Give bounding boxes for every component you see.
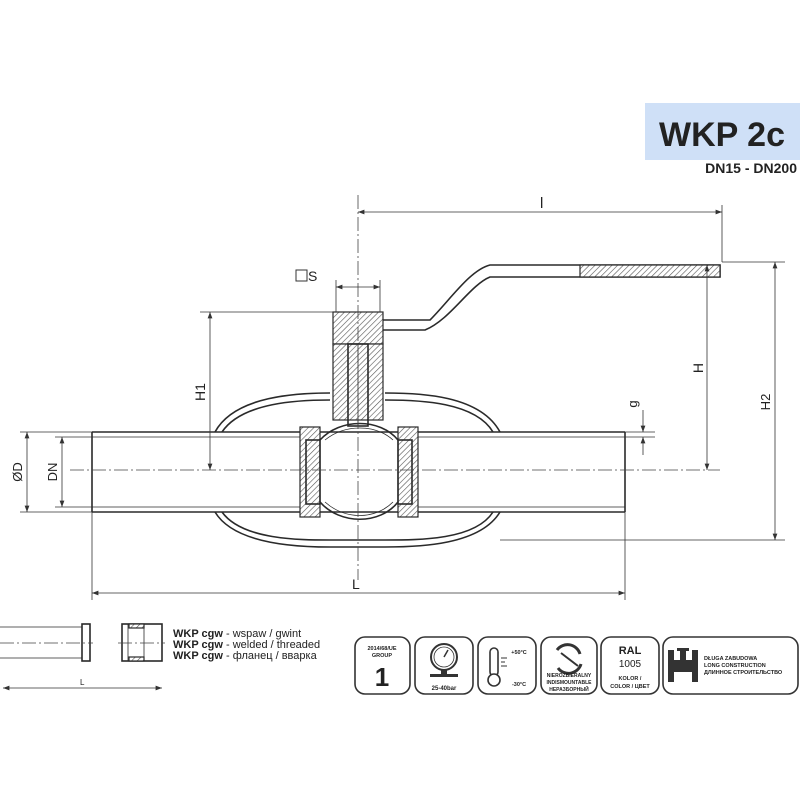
dimension-lines: l S H1 H H2 g ØD DN L (10, 195, 785, 600)
variant-desc: - wspaw / gwint (226, 628, 301, 640)
variant-code: WKP cgw (173, 639, 223, 651)
variant-code: WKP cgw (173, 650, 223, 662)
long-valve-icon (668, 648, 698, 682)
title-box (645, 103, 800, 160)
dim-h2: H2 (758, 394, 773, 411)
badge-temperature: +50°C -30°C (477, 636, 537, 695)
svg-text:WKP cgw - wspaw / gwint: WKP cgw - wspaw / gwint (173, 628, 301, 640)
badge-ral-line2: COLOR / ЦВЕТ (610, 684, 650, 690)
badge-ral-line1: KOLOR / (619, 676, 642, 682)
dim-L-small: L (80, 678, 85, 687)
dim-od: ØD (10, 462, 25, 482)
badge-temp-min: -30°C (512, 682, 526, 688)
no-disassembly-icon (555, 643, 583, 675)
page-title: WKP 2c (659, 116, 785, 154)
badge-group-value: 1 (375, 662, 389, 692)
dim-h1: H1 (192, 383, 208, 401)
variant-desc: - фланец / вварка (226, 650, 318, 662)
badge-indis-line3: НЕРАЗБОРНЫЙ (549, 685, 589, 693)
dim-h: H (690, 363, 706, 373)
variant-desc: - welded / threaded (226, 639, 320, 651)
variant-drawings: L (0, 623, 165, 691)
badge-indis-line2: INDISMOUNTABLE (547, 680, 593, 686)
badge-construction-line1: DŁUGA ZABUDOWA (704, 656, 757, 662)
badge-ral: RAL 1005 KOLOR / COLOR / ЦВЕТ (600, 636, 660, 695)
svg-text:WKP cgw - welded / threaded: WKP cgw - welded / threaded (173, 639, 320, 651)
badge-ral-title: RAL (619, 645, 642, 657)
dim-g: g (625, 400, 640, 407)
badge-pressure: 25-40bar (414, 636, 474, 695)
badge-ral-value: 1005 (619, 659, 642, 670)
valve-body (91, 311, 626, 548)
badge-pressure-label: 25-40bar (432, 686, 457, 692)
dim-l: l (540, 195, 543, 212)
badge-construction: DŁUGA ZABUDOWA LONG CONSTRUCTION ДЛИННОЕ… (662, 636, 799, 695)
variant-code: WKP cgw (173, 628, 223, 640)
badge-construction-line3: ДЛИННОЕ СТРОИТЕЛЬСТВО (704, 670, 783, 676)
thermometer-icon (487, 647, 507, 687)
badge-indismountable: NIEROZBIERALNY INDISMOUNTABLE НЕРАЗБОРНЫ… (540, 636, 598, 695)
badge-indis-line1: NIEROZBIERALNY (547, 673, 592, 679)
variant-list: WKP cgw - wspaw / gwint WKP cgw - welded… (173, 628, 320, 662)
dim-s: S (308, 268, 317, 284)
page-subtitle: DN15 - DN200 (705, 160, 797, 176)
pressure-gauge-icon (430, 643, 458, 677)
badge-construction-line2: LONG CONSTRUCTION (704, 663, 766, 669)
badge-group-line1: 2014/68/UE (367, 646, 396, 652)
badge-group-line2: GROUP (372, 653, 393, 659)
badge-group: 2014/68/UE GROUP 1 (354, 636, 411, 695)
badge-temp-max: +50°C (511, 650, 527, 656)
dim-dn: DN (45, 463, 60, 482)
svg-text:WKP cgw - фланец / вварка: WKP cgw - фланец / вварка (173, 650, 318, 662)
dim-L: L (352, 576, 360, 592)
